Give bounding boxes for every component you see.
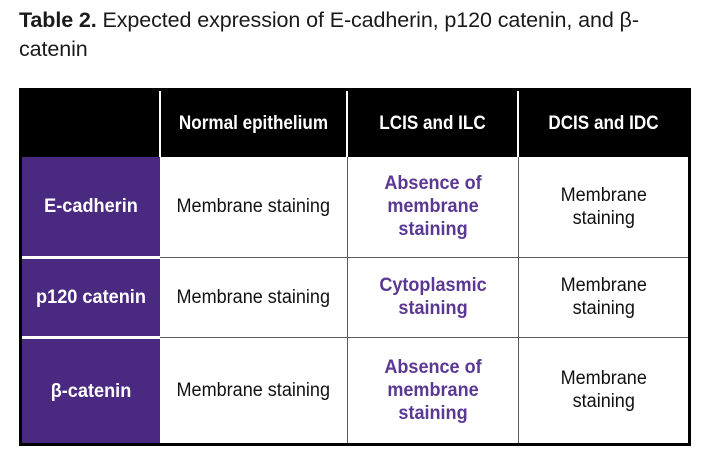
cell-e-cadherin-dcis-idc: Membrane staining (518, 157, 688, 257)
row-header-label: E-cadherin (44, 195, 138, 218)
cell-text: Membrane staining (176, 196, 331, 218)
header-cell-dcis-idc: DCIS and IDC (526, 91, 680, 157)
cell-beta-catenin-normal: Membrane staining (160, 336, 348, 443)
cell-p120-dcis-idc: Membrane staining (518, 256, 688, 337)
table-caption-text: Expected expression of E-cadherin, p120 … (19, 8, 639, 61)
row-header-p120-catenin: p120 catenin (22, 255, 160, 337)
header-row: Normal epithelium LCIS and ILC DCIS and … (22, 91, 688, 157)
table-row: β-catenin Membrane staining Absence of m… (22, 335, 688, 443)
cell-text: Membrane staining (560, 184, 647, 229)
cell-text: Absence of membrane staining (383, 173, 482, 241)
table-body: E-cadherin Membrane staining Absence of … (22, 157, 688, 443)
header-cell-lcis-ilc: LCIS and ILC (355, 91, 511, 157)
cell-p120-lcis-ilc: Cytoplasmic staining (347, 256, 519, 337)
cell-text: Membrane staining (176, 379, 331, 401)
cell-p120-normal: Membrane staining (160, 256, 348, 337)
cell-e-cadherin-normal: Membrane staining (160, 157, 348, 257)
row-header-beta-catenin: β-catenin (22, 335, 160, 443)
table-caption: Table 2. Expected expression of E-cadher… (19, 6, 697, 64)
cell-e-cadherin-lcis-ilc: Absence of membrane staining (347, 157, 519, 257)
header-cell-stub (22, 91, 161, 157)
header-cell-normal-epithelium: Normal epithelium (169, 91, 339, 157)
cell-text: Membrane staining (560, 368, 647, 413)
cell-text: Membrane staining (176, 286, 331, 308)
row-header-label: p120 catenin (36, 286, 146, 308)
table-container: Normal epithelium LCIS and ILC DCIS and … (19, 88, 691, 446)
table-caption-label: Table 2. (19, 8, 97, 32)
table-row: p120 catenin Membrane staining Cytoplasm… (22, 255, 688, 337)
cell-beta-catenin-lcis-ilc: Absence of membrane staining (347, 336, 519, 443)
cell-text: Cytoplasmic staining (378, 275, 487, 319)
table-row: E-cadherin Membrane staining Absence of … (22, 157, 688, 257)
row-header-e-cadherin: E-cadherin (22, 157, 160, 257)
table-header: Normal epithelium LCIS and ILC DCIS and … (22, 91, 688, 157)
cell-text: Absence of membrane staining (383, 356, 482, 424)
cell-beta-catenin-dcis-idc: Membrane staining (518, 336, 688, 443)
expression-table: Normal epithelium LCIS and ILC DCIS and … (22, 91, 688, 443)
row-header-label: β-catenin (50, 379, 132, 402)
cell-text: Membrane staining (560, 275, 647, 319)
